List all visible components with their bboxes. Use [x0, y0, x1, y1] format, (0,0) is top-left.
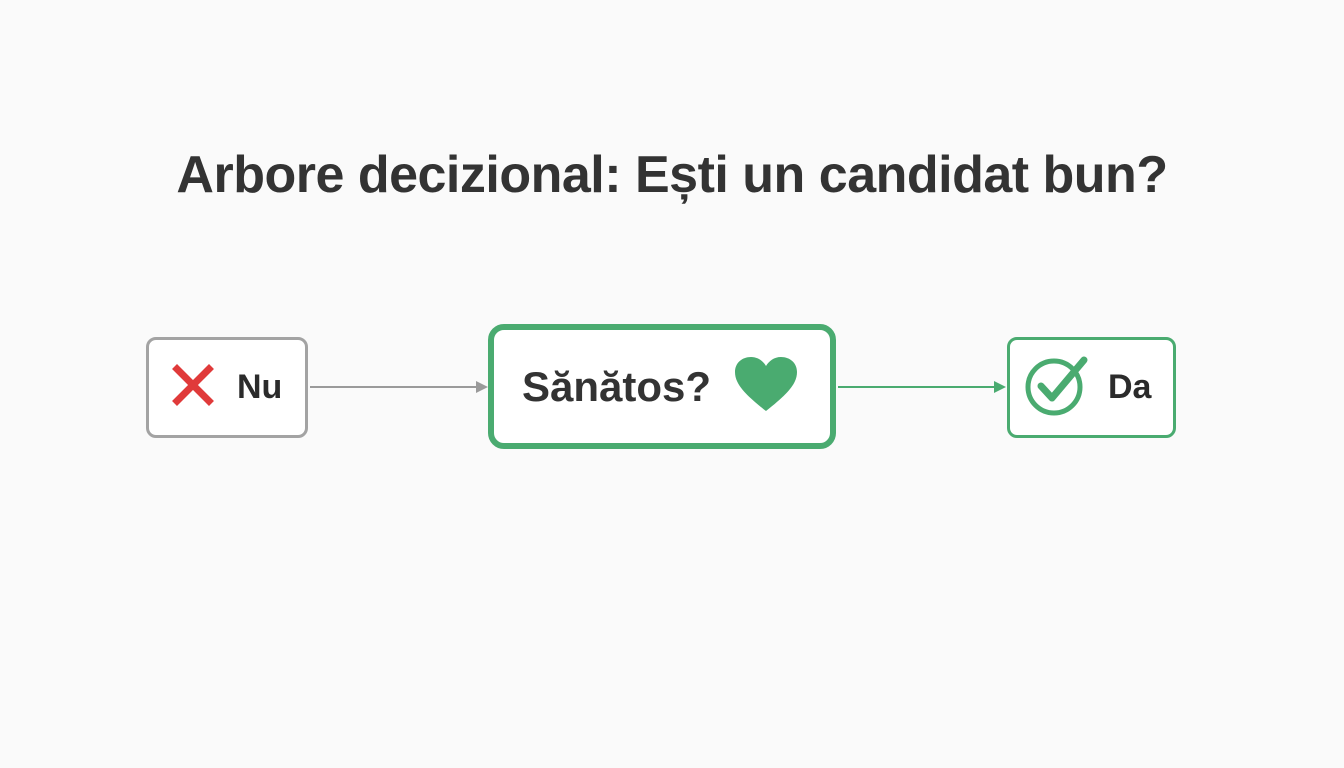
edge-question-to-yes: [838, 381, 1006, 393]
node-question: Sănătos?: [488, 324, 836, 449]
heart-icon: [733, 355, 799, 418]
diagram-title: Arbore decizional: Ești un candidat bun?: [176, 146, 1168, 204]
check-circle-icon: [1024, 354, 1090, 421]
node-yes: Da: [1007, 337, 1176, 438]
edge-no-to-question: [310, 381, 488, 393]
node-no-label: Nu: [237, 368, 283, 406]
node-no: Nu: [146, 337, 308, 438]
node-question-label: Sănătos?: [522, 362, 712, 410]
node-yes-label: Da: [1108, 368, 1152, 406]
cross-icon: [171, 363, 215, 412]
